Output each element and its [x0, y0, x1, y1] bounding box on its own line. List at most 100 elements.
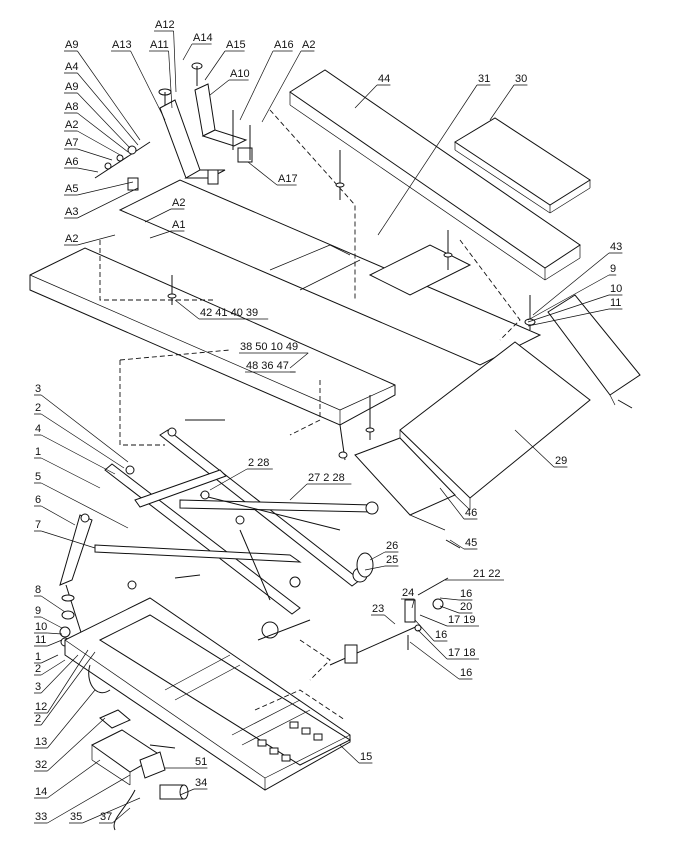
callout-leader-line	[41, 457, 101, 489]
callout-leader-line	[411, 598, 415, 609]
callout-c-31: 31	[377, 73, 491, 236]
callout-leader-line	[414, 619, 435, 642]
callout-leader-line	[339, 744, 360, 764]
hydraulic-cylinder	[59, 513, 93, 647]
callout-label: 2 28	[248, 457, 269, 469]
callout-leader-line	[40, 394, 129, 463]
callout-leader-line	[439, 605, 460, 614]
callout-label: 2	[35, 713, 41, 725]
callout-c-34: 34	[179, 777, 208, 796]
callout-c-a11: A11	[149, 39, 173, 109]
callout-leader-line	[41, 434, 116, 475]
callout-label: 43	[610, 241, 622, 253]
callout-c-10a: 10	[527, 283, 623, 323]
callout-label: A15	[226, 39, 246, 51]
callout-leader-line	[47, 774, 131, 824]
callout-c-30: 30	[489, 73, 528, 121]
callout-label: 10	[610, 283, 622, 295]
callout-leader-line	[40, 654, 79, 694]
callout-leader-line	[77, 92, 131, 149]
callout-c-2a: 2	[34, 402, 125, 469]
callout-c-5: 5	[34, 471, 129, 529]
callout-leader-line	[261, 50, 302, 123]
callout-leader-line	[289, 352, 309, 369]
callout-leader-line	[419, 614, 448, 627]
callout-c-21-22: 21 22	[445, 568, 504, 581]
callout-label: A9	[65, 39, 78, 51]
callout-label: 3	[35, 383, 41, 395]
callout-label: A2	[172, 197, 185, 209]
callout-label: 5	[35, 471, 41, 483]
callout-label: 8	[35, 584, 41, 596]
callout-leader-line	[47, 689, 96, 749]
callout-leader-line	[527, 294, 610, 323]
callout-label: 46	[465, 507, 477, 519]
callout-c-a1: A1	[149, 219, 185, 239]
callout-label: A11	[150, 39, 169, 51]
callout-c-29: 29	[514, 429, 568, 468]
callout-leader-line	[41, 616, 63, 629]
callout-c-44: 44	[354, 73, 391, 109]
callout-leader-line	[40, 651, 96, 726]
callout-leader-line	[527, 308, 610, 327]
callout-c-13: 13	[34, 689, 96, 749]
callout-c-a15: A15	[204, 39, 246, 81]
callout-c-17-18: 17 18	[417, 629, 479, 660]
callout-label: 12	[35, 701, 47, 713]
callout-c-8: 8	[34, 584, 66, 613]
callout-label: A1	[172, 219, 185, 231]
base-feet	[257, 721, 323, 762]
callout-leader-line	[439, 597, 460, 601]
platform-studs	[167, 150, 536, 461]
callout-c-48-47: 48 36 47	[245, 360, 296, 373]
callout-c-37: 37	[99, 807, 131, 824]
callout-leader-line	[41, 505, 76, 526]
callout-label: A4	[65, 61, 78, 73]
callout-leader-line	[77, 181, 134, 196]
callout-c-33: 33	[34, 774, 131, 824]
callout-label: 11	[610, 297, 621, 309]
callout-c-17-19: 17 19	[419, 614, 479, 627]
callout-label: 10	[35, 621, 47, 633]
callout-label: A14	[193, 32, 213, 44]
callout-c-2-28a: 2 28	[209, 457, 273, 491]
callout-leader-line	[527, 274, 610, 321]
callout-c-3a: 3	[34, 383, 129, 463]
callout-c-45: 45	[449, 537, 478, 550]
left-platform-beam	[29, 179, 542, 426]
callout-leader-line	[41, 413, 125, 469]
callout-c-a13: A13	[111, 39, 166, 121]
callout-label: 33	[35, 811, 47, 823]
callout-label: 44	[378, 73, 390, 85]
callout-leader-line	[209, 468, 248, 491]
callout-c-4: 4	[34, 423, 116, 475]
callout-label: 13	[35, 736, 47, 748]
callout-c-14: 14	[34, 759, 101, 799]
callout-leader-line	[179, 788, 195, 796]
callout-label: 7	[35, 519, 41, 531]
callout-c-6: 6	[34, 494, 76, 526]
callout-label: A2	[302, 39, 315, 51]
callout-label: 38 50 10 49	[240, 341, 298, 353]
callout-c-2c: 2	[34, 651, 96, 726]
callout-leader-line	[377, 84, 478, 236]
callout-label: 16	[460, 667, 472, 679]
callout-c-51: 51	[165, 756, 208, 769]
callout-c-a2a: A2	[261, 39, 315, 123]
callout-label: A6	[65, 156, 78, 168]
callout-label: 20	[460, 601, 472, 613]
callout-c-a7: A7	[64, 137, 113, 161]
callout-leader-line	[369, 551, 386, 561]
callout-leader-line	[354, 84, 378, 109]
callout-label: 45	[465, 537, 477, 549]
right-platform-beam	[289, 69, 581, 281]
callout-leader-line	[41, 659, 66, 676]
callout-leader-line	[168, 50, 173, 109]
callout-leader-line	[489, 84, 515, 121]
callout-leader-line	[289, 483, 308, 501]
callout-c-a5: A5	[64, 181, 134, 196]
callout-leader-line	[449, 539, 465, 550]
callout-leader-line	[77, 234, 116, 246]
callout-label: A13	[112, 39, 132, 51]
